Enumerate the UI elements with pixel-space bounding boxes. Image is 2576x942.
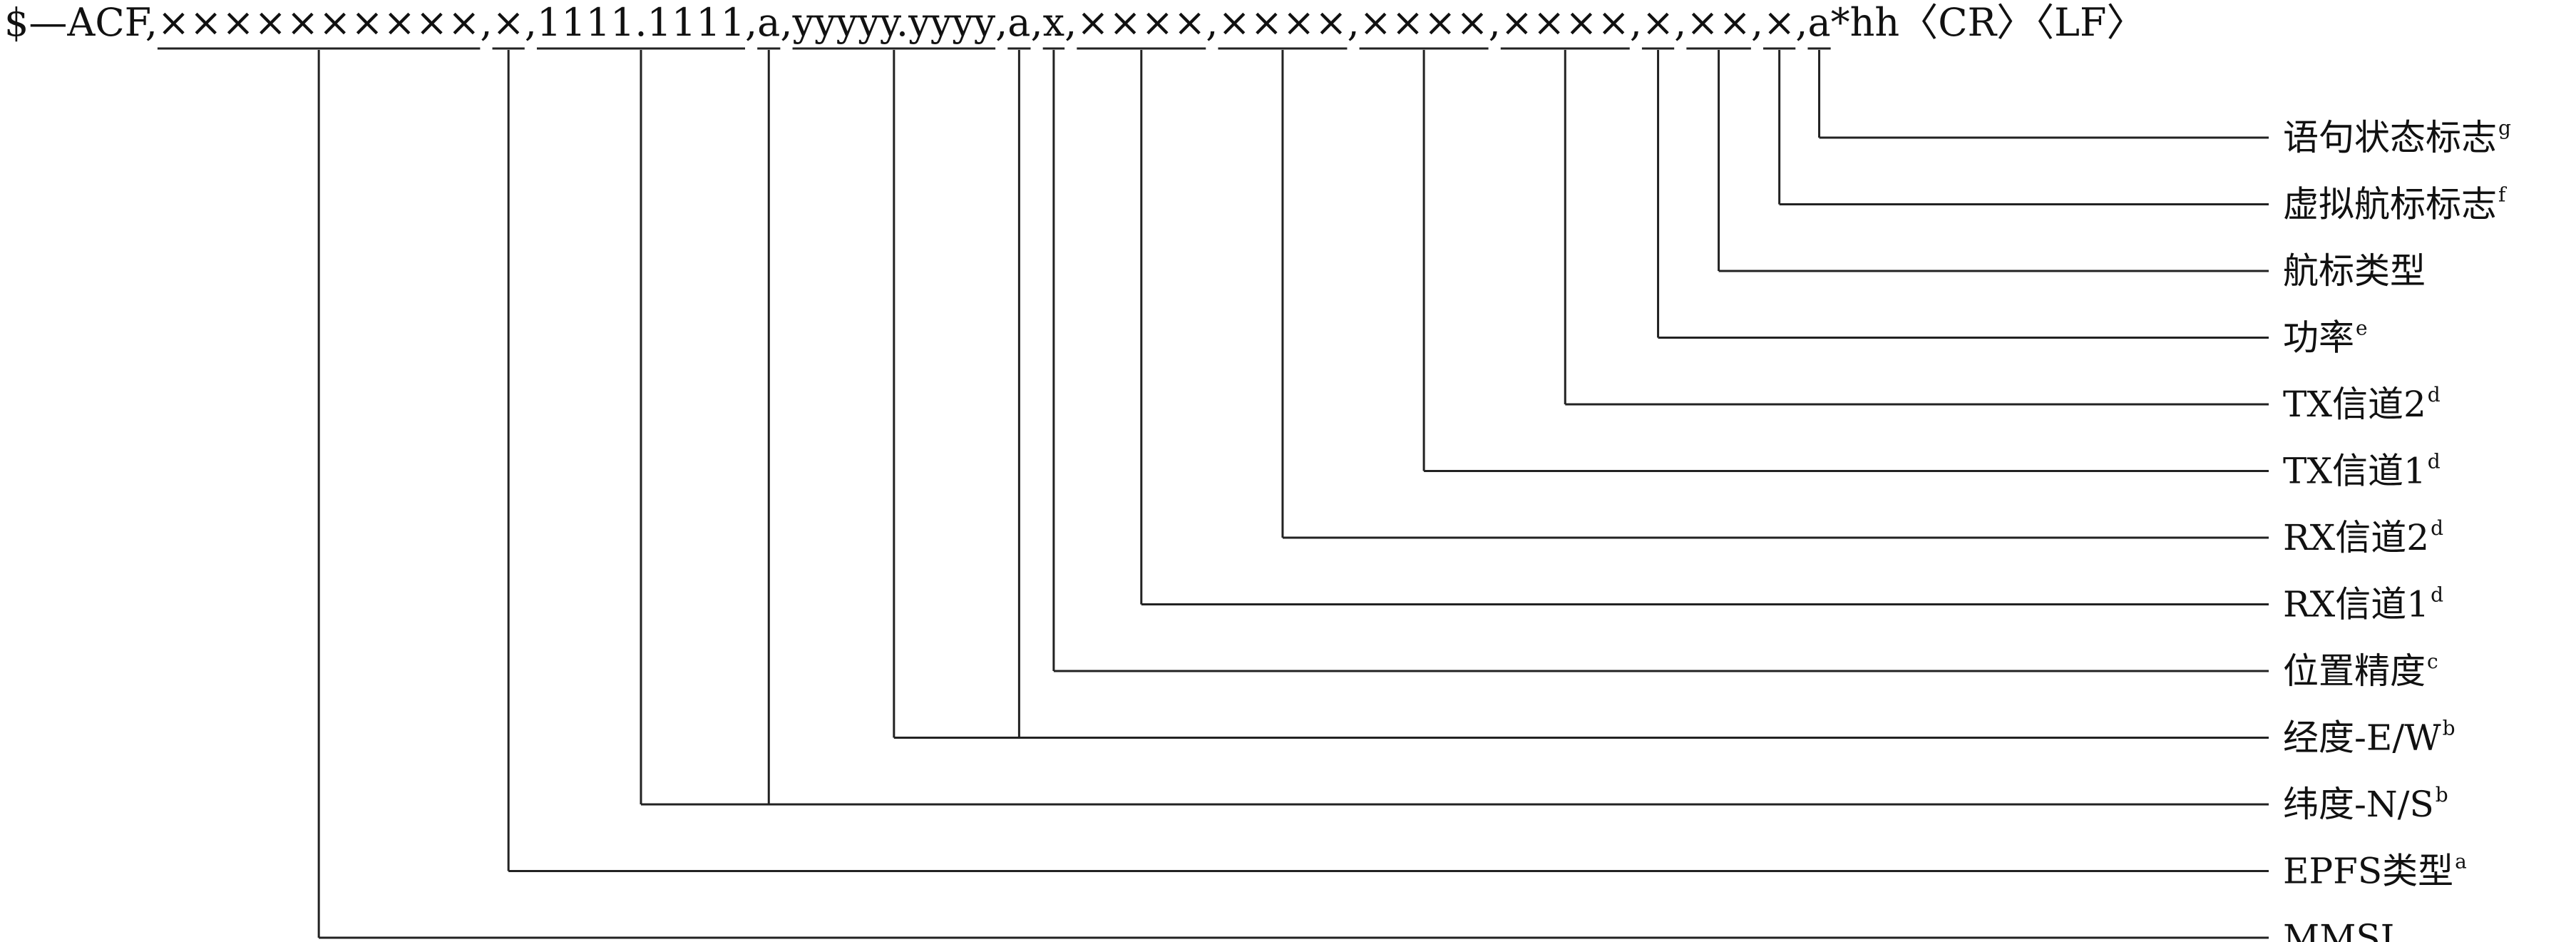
field-label: MMSI	[2283, 917, 2394, 942]
field-separator: ,	[1751, 0, 1763, 45]
field-label: 经度-E/W	[2283, 717, 2441, 759]
sentence-field-token: a	[1007, 0, 1030, 45]
field-footnote-marker: d	[2428, 450, 2441, 473]
field-footnote-marker: g	[2498, 116, 2511, 140]
sentence-field-token: yyyyy.yyyy	[792, 0, 996, 45]
sentence-field-token: 1111.1111	[537, 0, 745, 45]
field-footnote-marker: a	[2455, 850, 2467, 874]
field-connectors	[317, 50, 2269, 939]
field-label: 语句状态标志	[2283, 117, 2497, 158]
sentence-field-token: ×	[493, 0, 525, 45]
field-label: 功率	[2283, 317, 2354, 359]
field-footnote-marker: b	[2436, 783, 2448, 807]
sentence-field-token: ×	[1642, 0, 1674, 45]
sentence-field-token: ××××	[1501, 0, 1630, 45]
field-footnote-marker: c	[2427, 650, 2438, 673]
field-label: 虚拟航标标志	[2283, 184, 2497, 225]
field-label: TX信道1	[2283, 451, 2426, 492]
field-separator: ,	[1347, 0, 1359, 45]
field-footnote-marker: d	[2431, 516, 2443, 540]
field-label: 航标类型	[2283, 250, 2426, 292]
field-separator: ,	[1489, 0, 1501, 45]
sentence-field-token: ××××	[1218, 0, 1347, 45]
field-separator: ,	[995, 0, 1007, 45]
field-footnote-marker: b	[2443, 717, 2456, 740]
field-footnote-marker: d	[2431, 583, 2443, 607]
field-separator: ,	[480, 0, 492, 45]
field-label: 位置精度	[2283, 650, 2426, 692]
field-label: RX信道1	[2283, 584, 2429, 625]
field-separator: ,	[780, 0, 792, 45]
sentence-field-token: ×	[1763, 0, 1795, 45]
field-separator: ,	[1795, 0, 1807, 45]
field-separator: ,	[1674, 0, 1686, 45]
field-footnote-marker: f	[2498, 183, 2508, 207]
field-separator: ,	[745, 0, 757, 45]
sentence-format-line: $—ACF,××××××××××,×,1111.1111,a,yyyyy.yyy…	[4, 0, 2145, 50]
field-label: 纬度-N/S	[2283, 784, 2434, 825]
field-separator: ,	[1064, 0, 1077, 45]
sentence-field-token: ××	[1686, 0, 1751, 45]
field-separator: ,	[1630, 0, 1642, 45]
field-footnote-marker: d	[2428, 383, 2441, 406]
sentence-field-token: ××××	[1077, 0, 1206, 45]
sentence-field-token: a	[757, 0, 780, 45]
sentence-field-token: a	[1807, 0, 1830, 45]
sentence-suffix: *hh〈CR〉〈LF〉	[1831, 0, 2145, 45]
field-separator: ,	[525, 0, 537, 45]
sentence-field-token: x	[1043, 0, 1064, 45]
field-footnote-marker: e	[2356, 317, 2368, 340]
field-label: EPFS类型	[2283, 851, 2453, 892]
sentence-prefix: $—ACF,	[4, 0, 158, 45]
field-separator: ,	[1030, 0, 1042, 45]
field-separator: ,	[1206, 0, 1218, 45]
sentence-field-token: ××××××××××	[158, 0, 480, 45]
field-label: TX信道2	[2283, 384, 2426, 425]
field-label: RX信道2	[2283, 517, 2429, 558]
sentence-field-token: ××××	[1360, 0, 1489, 45]
